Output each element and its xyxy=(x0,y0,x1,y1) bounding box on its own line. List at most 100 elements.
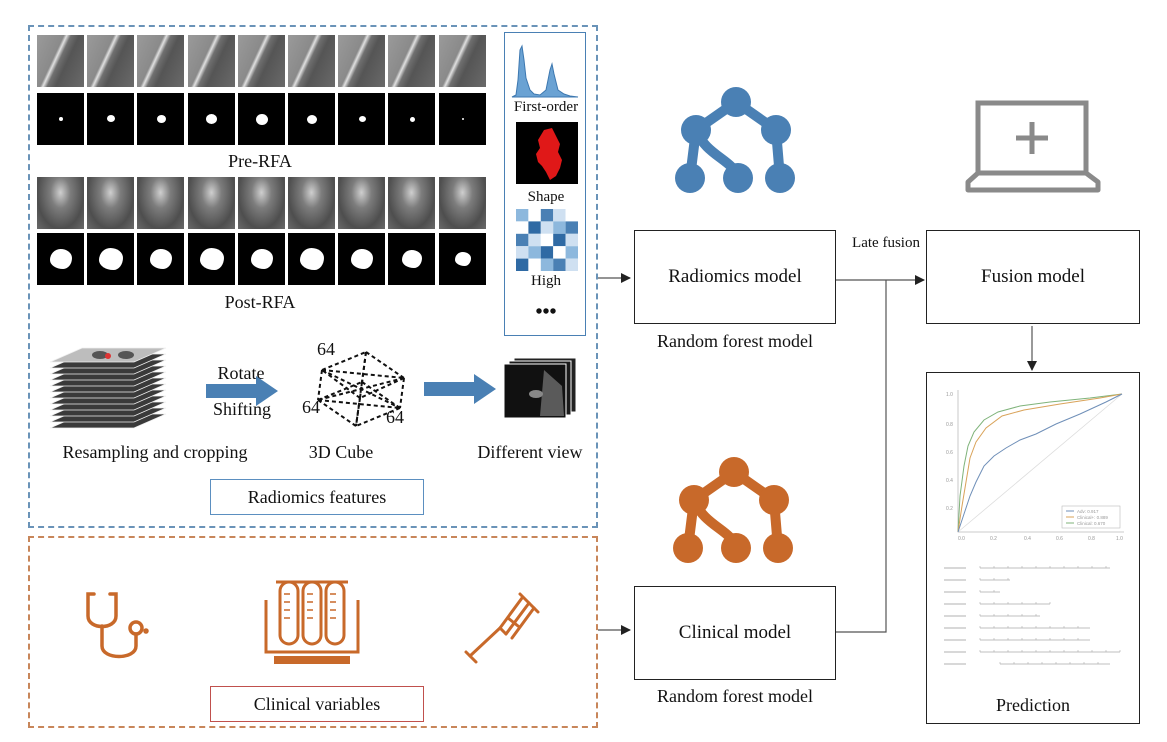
mask-slice-image xyxy=(337,92,387,146)
crutch-icon xyxy=(464,592,540,664)
fusion-model-label: Fusion model xyxy=(981,266,1085,287)
radiomics-panel xyxy=(28,25,598,528)
cube-edge xyxy=(317,399,357,427)
resampling-label: Resampling and cropping xyxy=(62,442,248,462)
lesion-mask-blob xyxy=(150,249,173,270)
lesion-mask-blob xyxy=(461,118,464,121)
mask-slice-image xyxy=(186,34,236,88)
texture-cell xyxy=(565,233,578,247)
mask-slice-image xyxy=(136,176,186,230)
texture-cell xyxy=(528,246,541,259)
random-forest-tree-icon-orange xyxy=(673,457,793,563)
texture-cell xyxy=(516,221,529,234)
different-view-label: Different view xyxy=(477,442,583,462)
texture-cell xyxy=(553,246,566,259)
texture-cell xyxy=(528,221,541,234)
svg-text:1.0: 1.0 xyxy=(1116,536,1123,542)
texture-cell xyxy=(540,233,554,247)
lesion-mask-blob xyxy=(300,248,324,271)
cube-dim-left: 64 xyxy=(302,397,320,417)
mask-slice-image xyxy=(36,34,85,88)
first-order-histogram-icon xyxy=(511,44,579,98)
lesion-mask-blob xyxy=(156,114,166,123)
svg-text:0.2: 0.2 xyxy=(946,506,953,512)
mask-slice-image xyxy=(186,176,236,230)
radiomics-model-box: Radiomics model xyxy=(634,230,836,324)
different-view-stack-icon xyxy=(503,357,577,419)
cube-edge xyxy=(365,351,405,379)
lesion-mask-blob xyxy=(99,248,124,271)
ct-stack-icon xyxy=(49,347,167,429)
cube-label: 3D Cube xyxy=(308,442,374,462)
texture-cell xyxy=(528,233,541,247)
mask-slice-image xyxy=(186,232,236,286)
mask-slice-image xyxy=(437,34,487,88)
mask-slice-image xyxy=(337,232,387,286)
mask-slice-image xyxy=(287,92,336,146)
mask-slice-image xyxy=(36,176,85,230)
stethoscope-icon xyxy=(86,592,149,659)
cube-edge xyxy=(317,369,323,401)
mask-slice-image xyxy=(36,232,85,286)
svg-text:1.0: 1.0 xyxy=(946,392,953,398)
mask-slice-image xyxy=(36,92,85,146)
lesion-mask-blob xyxy=(50,249,72,270)
prediction-panel xyxy=(926,372,1140,724)
cube-edge xyxy=(359,377,405,399)
lesion-mask-blob xyxy=(255,113,268,125)
mask-slice-image xyxy=(287,176,336,230)
svg-text:Clinical+: 0.889: Clinical+: 0.889 xyxy=(1077,515,1108,520)
mask-slice-image xyxy=(387,176,437,230)
high-label: High xyxy=(531,273,561,289)
late-fusion-label: Late fusion xyxy=(852,235,920,251)
feature-types-panel xyxy=(504,32,586,336)
cube-dim-right: 64 xyxy=(386,407,404,427)
post-rfa-label: Post-RFA xyxy=(224,292,296,312)
svg-text:Adv: 0.917: Adv: 0.917 xyxy=(1077,509,1099,514)
texture-cell xyxy=(553,258,566,271)
mask-slice-image xyxy=(337,176,387,230)
lesion-mask-blob xyxy=(250,249,273,270)
texture-cell xyxy=(516,246,529,259)
texture-cell xyxy=(528,209,541,222)
mask-slice-image xyxy=(86,176,136,230)
laptop-add-icon xyxy=(965,100,1101,193)
texture-cell xyxy=(540,209,554,222)
mask-slice-image xyxy=(86,232,136,286)
radiomics-features-label: Radiomics features xyxy=(247,486,387,507)
lesion-mask-blob xyxy=(307,114,317,124)
radiomics-model-caption: Random forest model xyxy=(657,331,813,351)
texture-cell xyxy=(565,221,578,234)
texture-cell xyxy=(528,258,541,271)
mask-slice-image xyxy=(236,176,286,230)
lesion-mask-blob xyxy=(402,250,423,268)
mask-slice-image xyxy=(236,34,286,88)
mask-slice-image xyxy=(387,232,437,286)
texture-cell xyxy=(516,209,529,222)
shape-label: Shape xyxy=(527,189,565,205)
pre-rfa-label: Pre-RFA xyxy=(228,151,292,171)
clinical-model-label: Clinical model xyxy=(678,622,792,643)
cube-edge xyxy=(317,377,405,401)
texture-cell xyxy=(565,209,578,222)
svg-text:0.0: 0.0 xyxy=(958,536,965,542)
clinical-variables-box: Clinical variables xyxy=(210,686,424,722)
first-order-label: First-order xyxy=(513,99,579,115)
mask-slice-image xyxy=(387,34,437,88)
cube-edge xyxy=(399,377,405,409)
mask-slice-image xyxy=(136,92,186,146)
clinical-variables-label: Clinical variables xyxy=(253,693,381,714)
test-tube-rack-icon xyxy=(264,580,360,664)
fusion-model-box: Fusion model xyxy=(926,230,1140,324)
lesion-mask-blob xyxy=(351,249,374,270)
mask-slice-image xyxy=(287,34,336,88)
lesion-mask-blob xyxy=(206,114,218,125)
mask-slice-image xyxy=(136,232,186,286)
lesion-mask-blob xyxy=(454,251,471,266)
mask-slice-image xyxy=(186,92,236,146)
rotate-shift-arrow xyxy=(206,376,278,406)
svg-text:0.8: 0.8 xyxy=(1088,536,1095,542)
different-view-arrow xyxy=(424,374,496,404)
random-forest-tree-icon-blue xyxy=(675,87,795,193)
